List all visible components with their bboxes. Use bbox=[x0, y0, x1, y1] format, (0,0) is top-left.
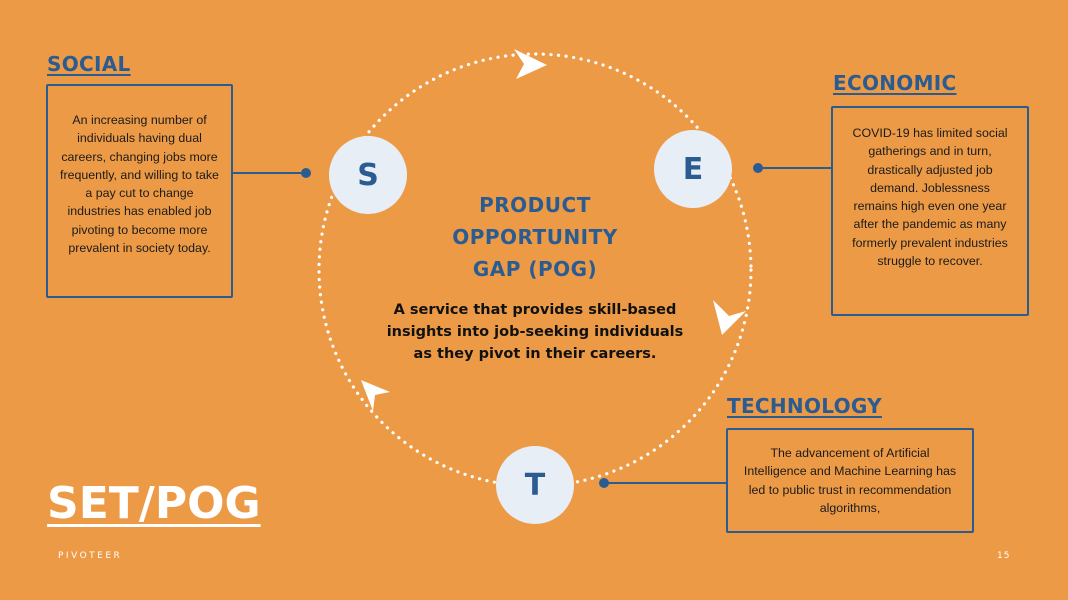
technology-node: T bbox=[496, 446, 574, 524]
footer-brand: PIVOTEER bbox=[58, 551, 123, 561]
economic-box: COVID-19 has limited social gatherings a… bbox=[831, 106, 1029, 316]
cycle-ring bbox=[317, 52, 753, 488]
page-number: 15 bbox=[997, 551, 1011, 561]
social-text: An increasing number of individuals havi… bbox=[60, 113, 219, 256]
economic-letter: E bbox=[682, 151, 704, 187]
pog-title-line-3: GAP (POG) bbox=[472, 257, 598, 281]
social-node: S bbox=[329, 136, 407, 214]
arrow-left-icon bbox=[361, 380, 390, 411]
pog-description: A service that provides skill-based insi… bbox=[370, 299, 700, 365]
social-heading: SOCIAL bbox=[47, 52, 131, 76]
arrow-top-icon bbox=[514, 49, 547, 79]
arrow-right-icon bbox=[713, 300, 746, 335]
pog-title-line-2: OPPORTUNITY bbox=[452, 225, 618, 249]
technology-letter: T bbox=[524, 467, 546, 503]
pog-desc-line-1: A service that provides skill-based bbox=[393, 302, 677, 318]
social-letter: S bbox=[357, 157, 379, 193]
technology-box: The advancement of Artificial Intelligen… bbox=[726, 428, 974, 533]
economic-node: E bbox=[654, 130, 732, 208]
pog-desc-line-2: insights into job-seeking individuals bbox=[386, 324, 684, 340]
social-box: An increasing number of individuals havi… bbox=[46, 84, 233, 298]
technology-text: The advancement of Artificial Intelligen… bbox=[743, 446, 957, 515]
technology-heading: TECHNOLOGY bbox=[727, 394, 882, 418]
pog-desc-line-3: as they pivot in their careers. bbox=[413, 346, 657, 362]
economic-text: COVID-19 has limited social gatherings a… bbox=[852, 126, 1008, 269]
pog-title-line-1: PRODUCT bbox=[479, 193, 591, 217]
social-connector-dot bbox=[301, 168, 311, 178]
technology-connector-dot bbox=[599, 478, 609, 488]
slide-title: SET/POG bbox=[47, 478, 261, 529]
economic-connector-dot bbox=[753, 163, 763, 173]
economic-heading: ECONOMIC bbox=[833, 71, 957, 95]
pog-title: PRODUCT OPPORTUNITY GAP (POG) bbox=[385, 189, 685, 285]
